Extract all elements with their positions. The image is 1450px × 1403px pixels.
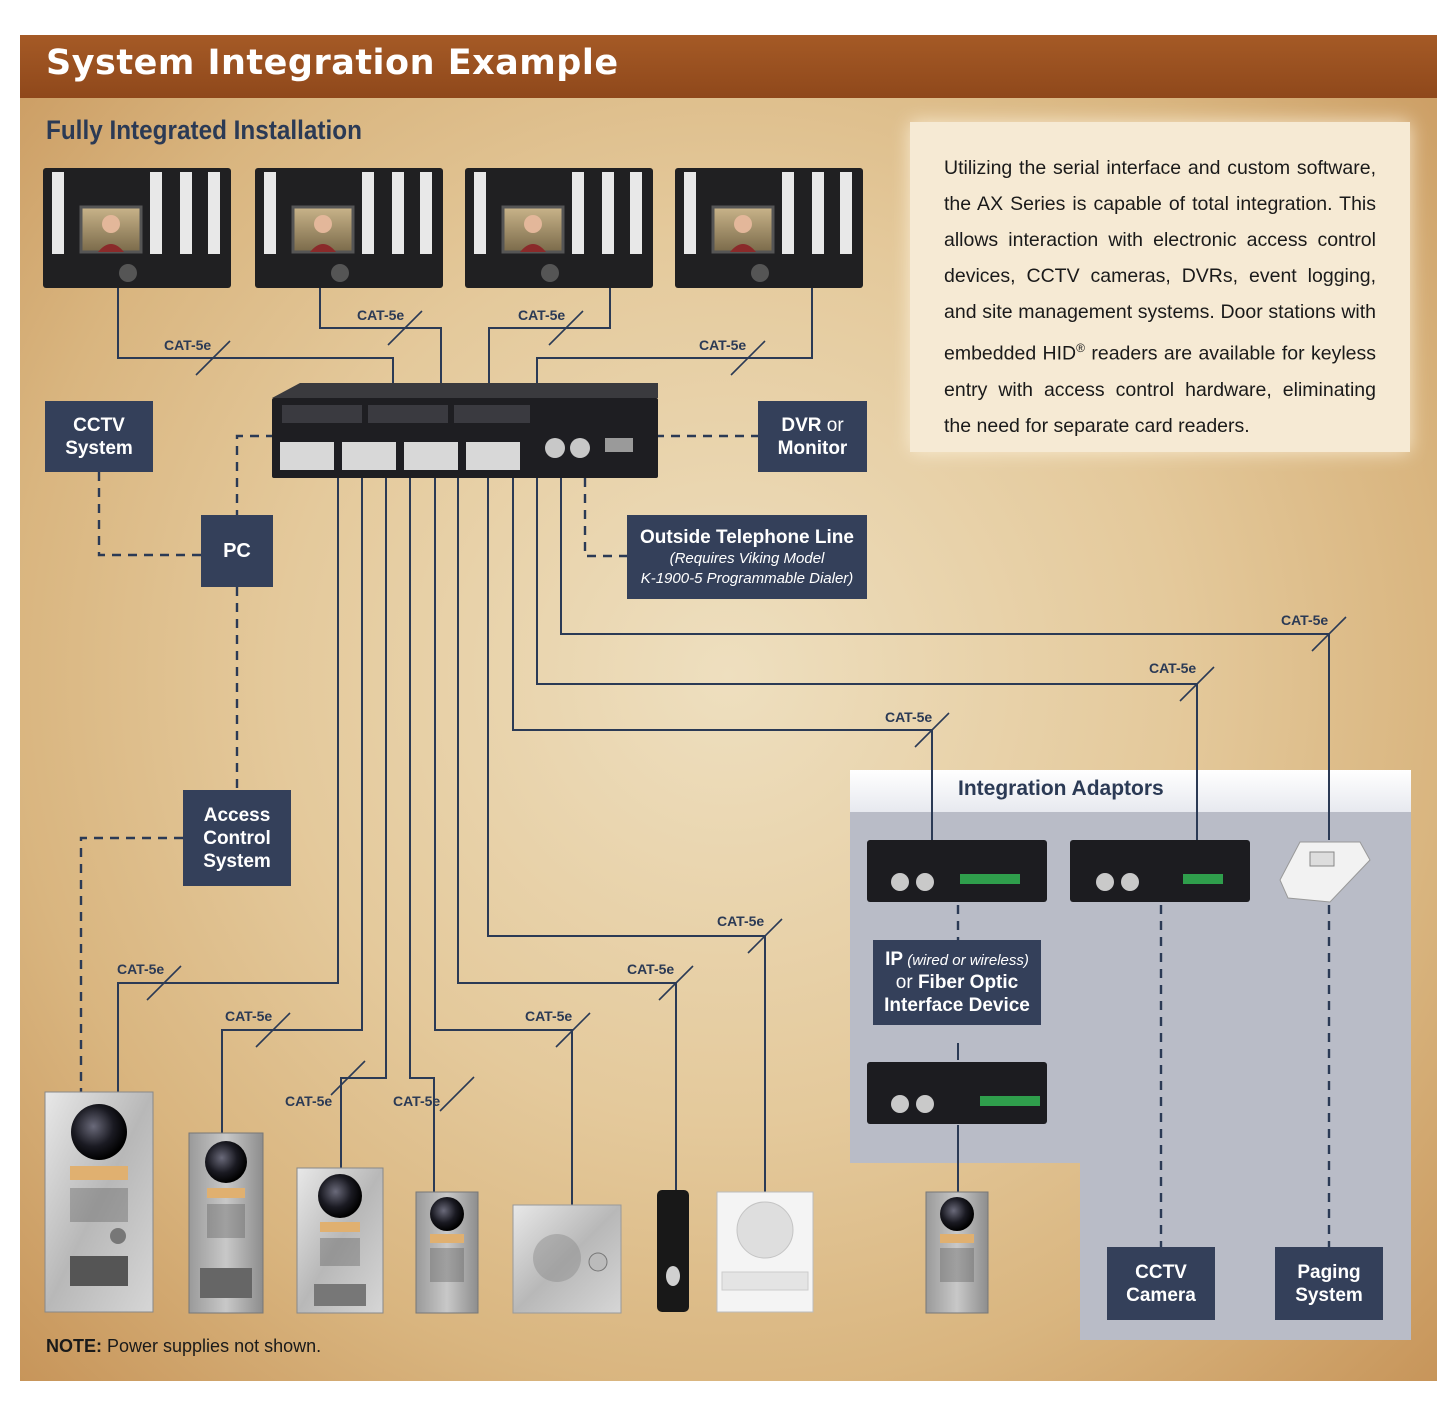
slim-door-station (657, 1190, 689, 1312)
adaptor-3 (867, 1062, 1047, 1124)
master-station-1 (43, 168, 231, 288)
cable-lines (117, 288, 1330, 1205)
adaptors-panel-header (850, 770, 1411, 812)
door-station-2 (188, 1132, 264, 1314)
header-banner (20, 35, 1437, 98)
room-substation (716, 1191, 814, 1313)
adaptors-title: Integration Adaptors (958, 777, 1164, 800)
cable-label: CAT-5e (1149, 660, 1197, 676)
door-station-5 (925, 1191, 989, 1314)
diagram-subtitle: Fully Integrated Installation (46, 115, 362, 145)
paging-adaptor (1279, 841, 1371, 903)
audio-station (512, 1204, 622, 1314)
pc-box: PC (201, 515, 273, 587)
cable-label: CAT-5e (117, 961, 165, 977)
description-text: Utilizing the serial interface and custo… (944, 157, 1376, 437)
cable-label: CAT-5e (357, 307, 405, 323)
description-panel (910, 122, 1410, 452)
cable-label: CAT-5e (1281, 612, 1329, 628)
cable-label: CAT-5e (225, 1008, 273, 1024)
cable-label: CAT-5e (627, 961, 675, 977)
adaptor-1 (867, 840, 1047, 902)
cable-label: CAT-5e (285, 1093, 333, 1109)
cable-label: CAT-5e (525, 1008, 573, 1024)
dvr-monitor-box: DVR or Monitor (758, 401, 867, 472)
cable-label: CAT-5e (699, 337, 747, 353)
outside-telephone-box: Outside Telephone Line (Requires Viking … (627, 515, 867, 599)
door-station-3 (296, 1167, 384, 1314)
master-station-3 (465, 168, 653, 288)
adaptor-2 (1070, 840, 1250, 902)
dashed-lines (79, 434, 1331, 1247)
cable-label: CAT-5e (393, 1093, 441, 1109)
cable-label: CAT-5e (885, 709, 933, 725)
door-station-1 (44, 1091, 154, 1313)
master-station-4 (675, 168, 863, 288)
central-control-unit (272, 383, 658, 478)
door-station-4 (415, 1191, 479, 1314)
cable-label: CAT-5e (717, 913, 765, 929)
cable-ticks (146, 310, 1347, 1112)
master-station-2 (255, 168, 443, 288)
ip-fiber-interface-box: IP (wired or wireless) or Fiber Optic In… (873, 940, 1041, 1025)
page-title: System Integration Example (46, 43, 619, 83)
cable-label: CAT-5e (518, 307, 566, 323)
cable-label: CAT-5e (164, 337, 212, 353)
footnote: NOTE: Power supplies not shown. (46, 1336, 322, 1356)
